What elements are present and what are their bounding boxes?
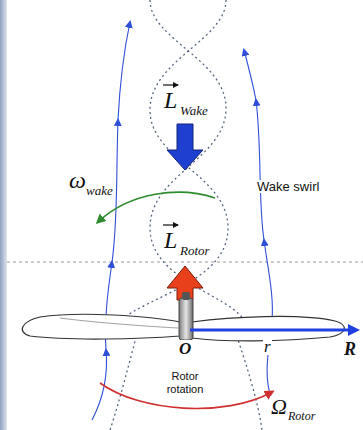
subscript: Rotor [287,410,316,422]
frame-strip [0,0,7,430]
hub-cap [182,292,190,300]
blade-twist-line [60,318,178,328]
rotor-plane-line [7,262,363,263]
wake-swirl-arrow [98,192,215,222]
streamline [92,22,272,420]
annotation: Rotor rotation [160,370,210,395]
vector-symbol: L [163,228,178,252]
rotor-force-arrow [167,266,203,300]
symbol: Ω [270,396,288,418]
vector-arrow [163,224,178,225]
radius-label: r [263,338,272,355]
subscript: Wake [179,104,209,117]
wake-helix [110,0,262,430]
vector-symbol: L [163,88,178,112]
wake-force-arrow [167,124,203,170]
vector-arrow [163,84,178,85]
radius-label: R [343,340,357,358]
subscript: wake [85,184,114,197]
annotation: Wake swirl [256,180,320,193]
rotor-blade [22,314,180,339]
radius-arrow [190,329,350,332]
rotor-hub [179,298,193,340]
subscript: Rotor [179,244,211,257]
origin-label: O [178,340,192,357]
radius-arrowhead [348,324,360,336]
